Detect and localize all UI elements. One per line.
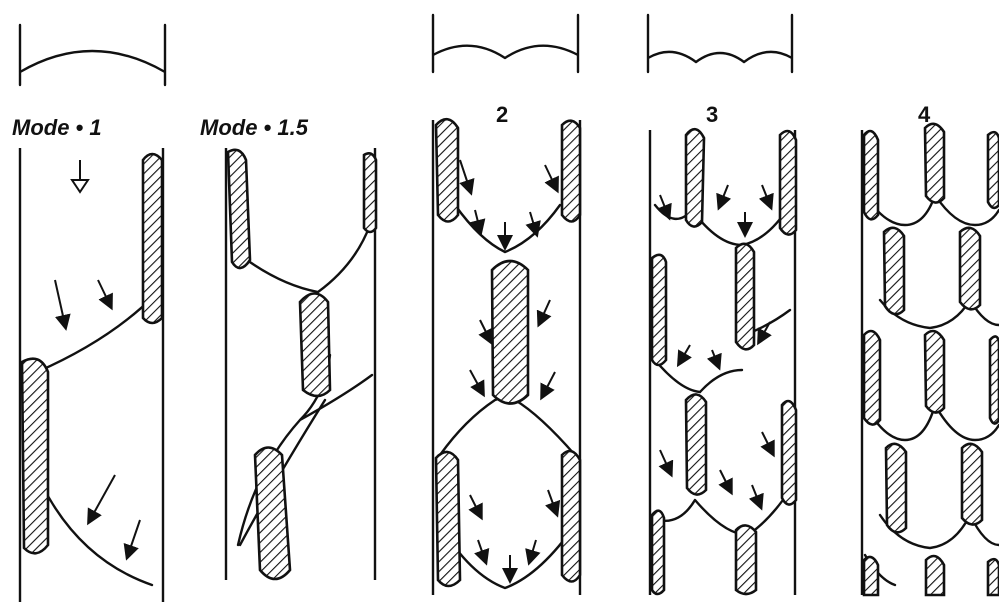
mode-3-profile-icon [648, 15, 792, 72]
flow-arrow [72, 160, 88, 192]
wet-patch [228, 150, 250, 268]
wet-patch [864, 331, 880, 425]
mode-1-label: Mode • 1 [12, 115, 102, 140]
wet-patch [436, 452, 460, 586]
wet-patch [562, 451, 580, 582]
wet-patch [436, 119, 458, 221]
wet-patch [960, 228, 980, 310]
wet-patch [990, 336, 999, 423]
wet-patch [736, 525, 756, 594]
wet-patch [22, 359, 48, 554]
wet-patch [364, 153, 376, 232]
wet-patch [780, 131, 796, 235]
wet-patch [925, 124, 944, 203]
panel-mode-2 [433, 119, 580, 595]
wet-patch [652, 511, 664, 594]
mode-2-profile-icon [433, 15, 578, 72]
wet-patch [864, 557, 878, 595]
wet-patch [652, 255, 666, 365]
wet-patch [736, 244, 754, 350]
panel-mode-4 [862, 124, 999, 595]
mode-1-profile-icon [20, 25, 165, 85]
wet-patch [300, 294, 330, 397]
panel-mode-1-5 [226, 148, 376, 580]
wet-patch [884, 228, 904, 314]
wet-patch [988, 559, 999, 595]
panel-mode-1 [20, 148, 163, 602]
wet-patch [962, 444, 982, 525]
wet-patch [988, 132, 999, 208]
wet-patch [686, 129, 704, 226]
mode-3-label: 3 [706, 102, 718, 127]
mode-2-label: 2 [496, 102, 508, 127]
mode-1-5-label: Mode • 1.5 [200, 115, 309, 140]
panel-mode-3 [650, 129, 796, 595]
mode-4-label: 4 [918, 102, 931, 127]
wet-patch [492, 261, 528, 404]
wet-patch [686, 394, 706, 494]
wet-patch [925, 331, 944, 413]
wet-patch [886, 444, 906, 533]
wet-patch [864, 131, 878, 219]
wet-patch [782, 401, 796, 505]
wet-patch [562, 121, 580, 222]
wet-patch [143, 154, 162, 323]
wet-patch [926, 556, 944, 595]
